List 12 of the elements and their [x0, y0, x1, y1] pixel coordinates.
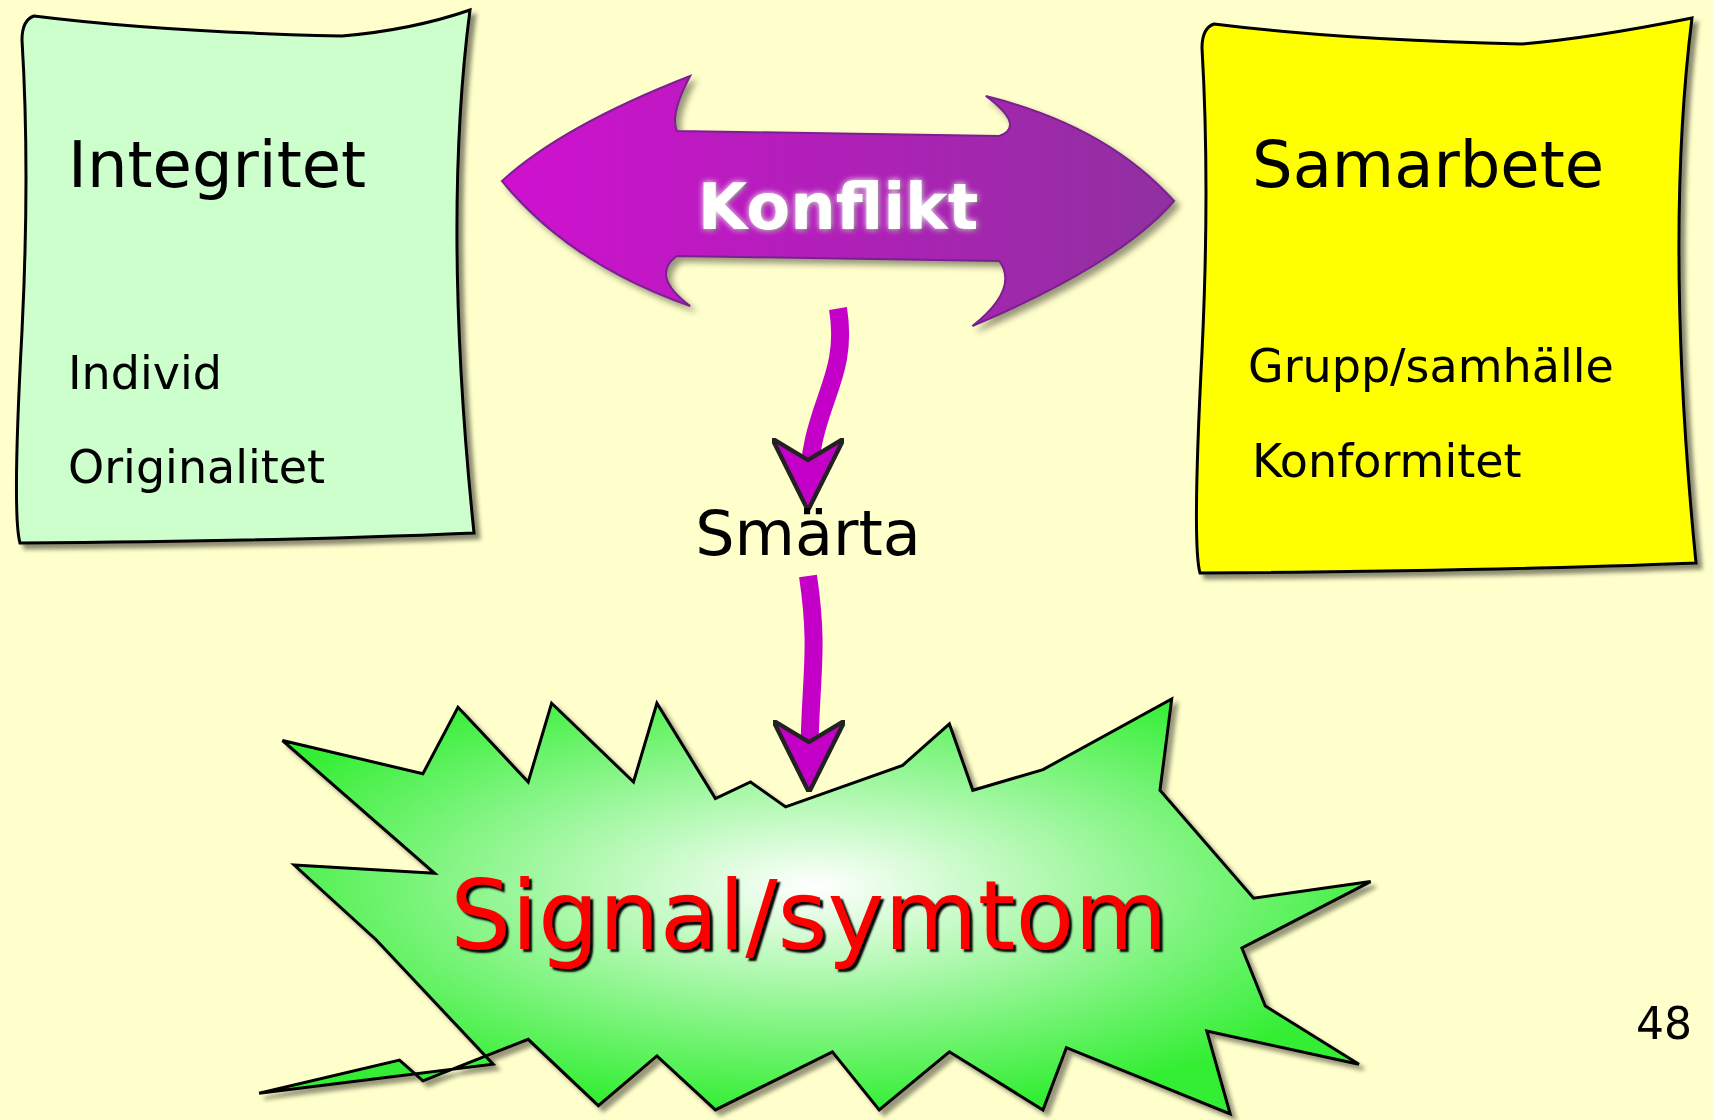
- arrow: [771, 574, 848, 795]
- heading: Integritet: [68, 130, 367, 201]
- node-text: Originalitet: [68, 442, 326, 493]
- node-text: Konformitet: [1252, 436, 1522, 487]
- node-text: Konflikt: [696, 172, 980, 243]
- page-number: 48: [1636, 1000, 1692, 1049]
- node-text: Grupp/samhälle: [1248, 341, 1614, 392]
- node-text: Individ: [68, 348, 222, 399]
- node-text: Smärta: [694, 500, 922, 569]
- heading: Samarbete: [1252, 130, 1605, 201]
- node-text: Signal/symtom: [449, 864, 1169, 970]
- double-arrow-shape: [502, 76, 1174, 326]
